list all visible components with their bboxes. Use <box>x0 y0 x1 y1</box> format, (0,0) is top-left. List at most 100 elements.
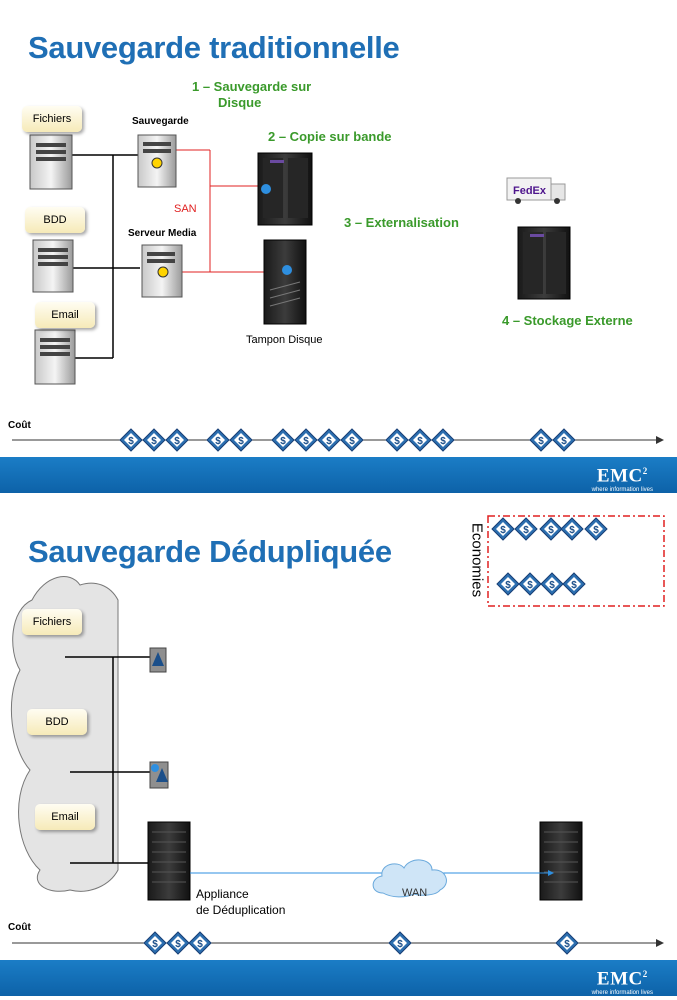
cost-marker-dollar-icon: $ <box>271 428 295 452</box>
cost-marker-dollar-icon: $ <box>142 428 166 452</box>
economies-dollar-icon: $ <box>584 517 608 541</box>
economies-dollar-icon: $ <box>539 517 563 541</box>
svg-text:$: $ <box>571 580 577 591</box>
svg-text:$: $ <box>215 436 221 447</box>
label-serveur-media: Serveur Media <box>128 228 197 239</box>
tag-email-2: Email <box>35 804 95 830</box>
economies-dollar-icon: $ <box>514 517 538 541</box>
label-sauvegarde: Sauvegarde <box>132 116 189 127</box>
svg-text:$: $ <box>397 939 403 950</box>
agent-icon-2 <box>149 761 169 789</box>
economies-dollar-icon: $ <box>496 572 520 596</box>
emc-logo-1: EMC2 where information lives <box>591 465 653 494</box>
dedup-appliance <box>147 821 191 901</box>
svg-text:$: $ <box>152 939 158 950</box>
svg-text:$: $ <box>564 939 570 950</box>
step-1-line2: Disque <box>218 95 262 110</box>
svg-text:$: $ <box>593 525 599 536</box>
svg-text:$: $ <box>151 436 157 447</box>
svg-text:$: $ <box>549 580 555 591</box>
step-4: 4 – Stockage Externe <box>502 313 633 328</box>
label-tampon-disque: Tampon Disque <box>246 334 323 346</box>
server-media <box>141 244 183 298</box>
step-1: 1 – Sauvegarde sur <box>192 79 312 94</box>
wan-label: WAN <box>402 887 428 899</box>
tape-library <box>257 152 313 226</box>
step-3: 3 – Externalisation <box>344 215 459 230</box>
tag-email-1: Email <box>35 302 95 328</box>
tag-fichiers-2: Fichiers <box>22 609 82 635</box>
cost-marker-dollar-icon: $ <box>388 931 412 955</box>
tag-bdd-2: BDD <box>27 709 87 735</box>
cost-marker-dollar-icon: $ <box>340 428 364 452</box>
cost1-markers: $ $ $ $ $ $ $ $ $ $ $ $ $ $ <box>119 428 576 452</box>
appliance-label-2: de Déduplication <box>196 903 286 917</box>
svg-text:$: $ <box>394 436 400 447</box>
cost-marker-dollar-icon: $ <box>206 428 230 452</box>
san-lines <box>176 149 268 273</box>
footer-bar-1: EMC2 where information lives <box>0 457 677 493</box>
cost-marker-dollar-icon: $ <box>431 428 455 452</box>
cost-marker-dollar-icon: $ <box>555 931 579 955</box>
cost-marker-dollar-icon: $ <box>385 428 409 452</box>
economies-dollar-icon: $ <box>560 517 584 541</box>
cost-marker-dollar-icon: $ <box>552 428 576 452</box>
cost-marker-dollar-icon: $ <box>294 428 318 452</box>
svg-text:$: $ <box>569 525 575 536</box>
server-fichiers <box>29 134 73 190</box>
cost-label-2: Coût <box>8 922 31 933</box>
svg-text:$: $ <box>326 436 332 447</box>
svg-text:$: $ <box>197 939 203 950</box>
svg-text:$: $ <box>561 436 567 447</box>
economies-dollar-icon: $ <box>491 517 515 541</box>
fedex-truck: FedEx <box>506 177 566 204</box>
appliance-label-1: Appliance <box>196 887 249 901</box>
footer-bar-2: EMC2 where information lives <box>0 960 677 996</box>
economies-label: Economies <box>468 522 486 598</box>
wan-link-arrow <box>548 870 554 876</box>
disk-buffer <box>263 239 307 325</box>
lan-lines <box>72 154 140 359</box>
economies-markers: $ $ $ $ $ $ $ $ $ <box>491 517 608 596</box>
svg-text:$: $ <box>175 939 181 950</box>
svg-text:$: $ <box>280 436 286 447</box>
svg-text:$: $ <box>500 525 506 536</box>
wan-cloud <box>372 859 447 898</box>
cost-marker-dollar-icon: $ <box>188 931 212 955</box>
cost2-markers: $ $ $ $ $ <box>143 931 579 955</box>
fedex-logo-text: FedEx <box>513 185 547 197</box>
svg-text:$: $ <box>548 525 554 536</box>
cost-marker-dollar-icon: $ <box>166 931 190 955</box>
svg-text:$: $ <box>349 436 355 447</box>
cost-marker-dollar-icon: $ <box>408 428 432 452</box>
lan-lines-2 <box>65 656 150 864</box>
cost-marker-dollar-icon: $ <box>165 428 189 452</box>
svg-text:$: $ <box>417 436 423 447</box>
economies-dollar-icon: $ <box>562 572 586 596</box>
cost-marker-dollar-icon: $ <box>229 428 253 452</box>
cost-axis-2-arrow <box>656 939 664 947</box>
slide2-title: Sauvegarde Dédupliquée <box>28 534 392 569</box>
cost-marker-dollar-icon: $ <box>119 428 143 452</box>
cost-marker-dollar-icon: $ <box>529 428 553 452</box>
tag-fichiers-1: Fichiers <box>22 106 82 132</box>
economies-dollar-icon: $ <box>518 572 542 596</box>
svg-text:$: $ <box>523 525 529 536</box>
slide2-diagram: $ $ $ $ $ $ $ $ $ $ $ $ $ $ <box>10 515 665 955</box>
economies-box <box>487 515 665 607</box>
slide1-diagram: FedEx $ $ $ $ $ $ $ $ $ $ $ $ $ $ <box>12 134 664 452</box>
server-email <box>34 329 76 385</box>
cost-label-1: Coût <box>8 420 31 431</box>
cost-marker-dollar-icon: $ <box>317 428 341 452</box>
offsite-library <box>517 226 571 300</box>
server-bdd <box>32 239 74 293</box>
svg-text:$: $ <box>505 580 511 591</box>
server-sauvegarde <box>137 134 177 188</box>
cost-marker-dollar-icon: $ <box>143 931 167 955</box>
slide1-title: Sauvegarde traditionnelle <box>28 30 400 65</box>
svg-text:$: $ <box>527 580 533 591</box>
remote-appliance <box>539 821 583 901</box>
svg-text:$: $ <box>303 436 309 447</box>
label-san: SAN <box>174 203 197 215</box>
